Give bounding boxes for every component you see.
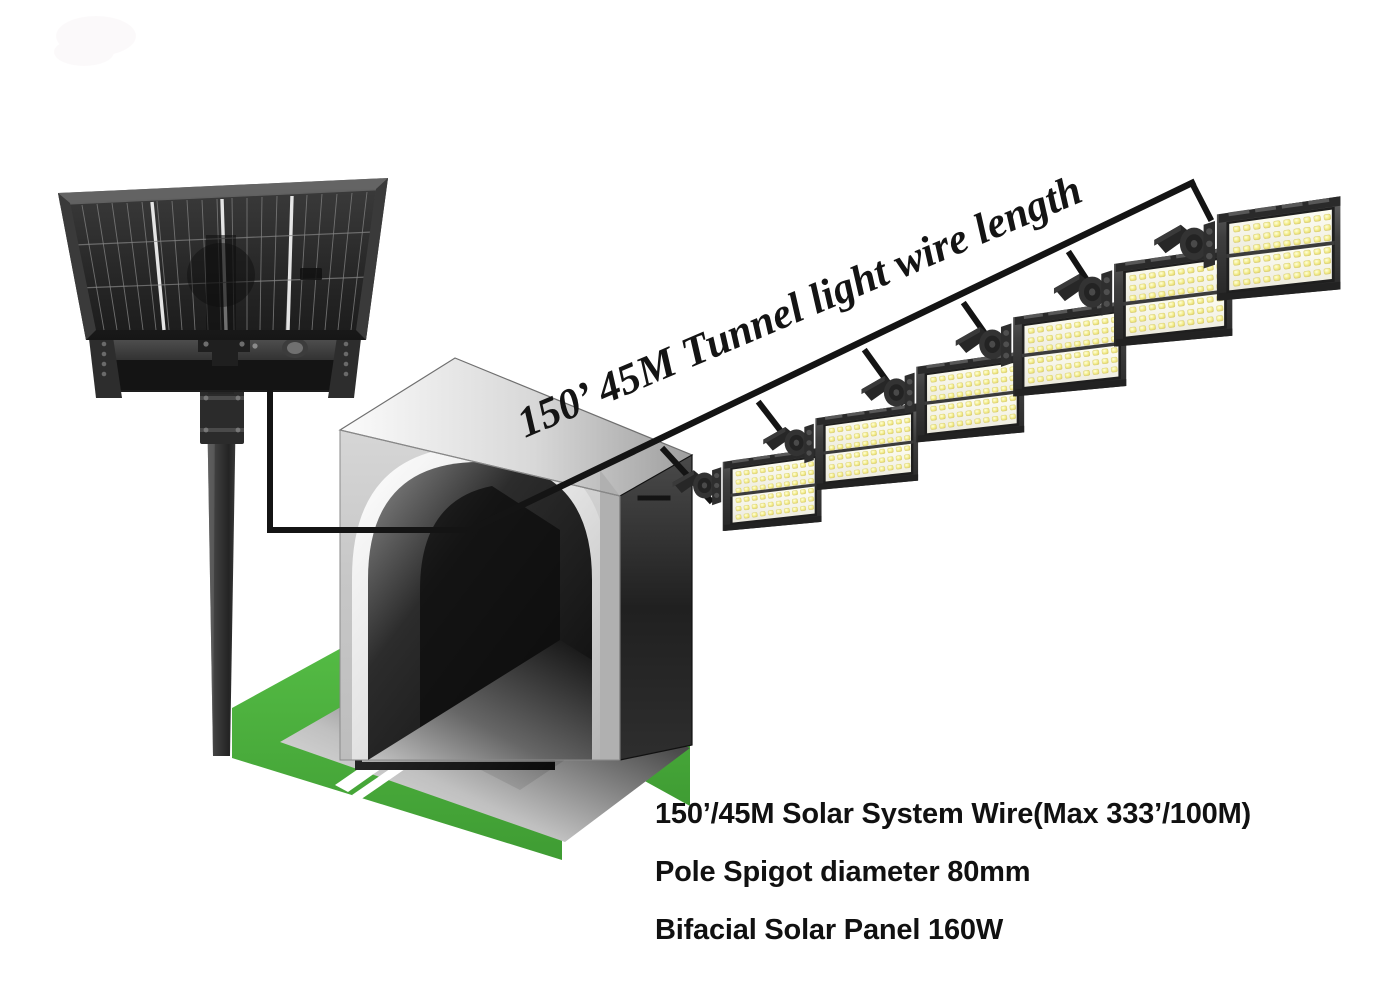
main-wire-run: [465, 178, 1197, 535]
panel-pole-shadow: [206, 235, 236, 330]
spec-line-spigot: Pole Spigot diameter 80mm: [655, 856, 1031, 888]
wire-drop-6: [1187, 178, 1215, 223]
portal-side-face: [620, 455, 692, 760]
spec-line-panel: Bifacial Solar Panel 160W: [655, 914, 1003, 946]
spec-line-wire: 150’/45M Solar System Wire(Max 333’/100M…: [655, 798, 1251, 830]
panel-left-edge: [58, 193, 96, 340]
portal-right-column: [600, 470, 620, 760]
floodlight-1[interactable]: [672, 447, 822, 532]
panel-housing-lower: [100, 360, 350, 390]
panel-junction-box: [300, 268, 322, 280]
panel-mount-saddle: [198, 334, 250, 366]
tunnel-portal: [232, 357, 694, 860]
arch-road: [368, 640, 592, 760]
floodlight-array: [672, 196, 1341, 532]
panel-right-edge: [356, 178, 388, 340]
panel-top-edge: [58, 178, 388, 205]
pole-highlight: [207, 400, 215, 756]
mounting-pole: [196, 336, 246, 756]
spec-list: 150’/45M Solar System Wire(Max 333’/100M…: [655, 800, 1375, 945]
solar-panel-assembly: [58, 178, 388, 398]
portal-top: [340, 358, 692, 496]
solar-system-wire: [267, 389, 473, 533]
indicator-led: [252, 343, 258, 349]
